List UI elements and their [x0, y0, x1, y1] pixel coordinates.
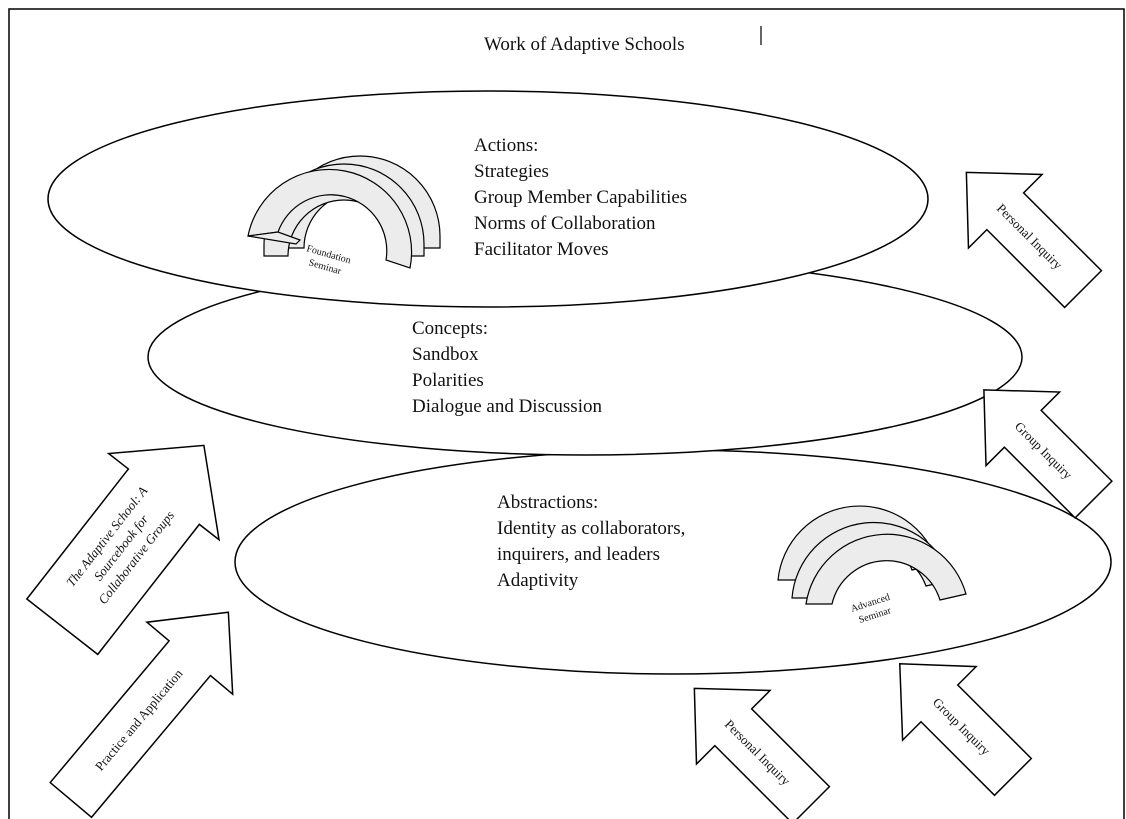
concepts-item: Polarities	[412, 370, 484, 391]
abstractions-item: inquirers, and leaders	[497, 544, 660, 565]
actions-item: Norms of Collaboration	[474, 213, 656, 234]
abstractions-item: Adaptivity	[497, 570, 579, 591]
arrow-shape	[693, 687, 831, 819]
arrow-shape	[49, 611, 234, 819]
personal-inquiry-arrow-bottom: Personal Inquiry	[693, 687, 831, 819]
advanced-seminar-arches	[777, 505, 967, 605]
diagram-title: Work of Adaptive Schools	[484, 34, 685, 55]
arrow-shape	[25, 444, 221, 656]
arch-front	[247, 168, 413, 269]
concepts-item: Dialogue and Discussion	[412, 396, 602, 417]
arrow-shape	[898, 662, 1033, 797]
arrow-shape	[983, 389, 1113, 519]
actions-item: Facilitator Moves	[474, 239, 609, 260]
concepts-item: Sandbox	[412, 344, 479, 365]
arch-front-base	[247, 231, 302, 245]
concepts-heading: Concepts:	[412, 318, 488, 339]
abstractions-item: Identity as collaborators,	[497, 518, 685, 539]
actions-item: Strategies	[474, 161, 549, 182]
actions-heading: Actions:	[474, 135, 538, 156]
actions-block: Actions: Strategies Group Member Capabil…	[474, 135, 687, 260]
actions-item: Group Member Capabilities	[474, 187, 687, 208]
foundation-seminar-arches	[247, 155, 441, 269]
abstractions-heading: Abstractions:	[497, 492, 598, 513]
arrow-shape	[965, 171, 1103, 309]
concepts-block: Concepts: Sandbox Polarities Dialogue an…	[412, 318, 602, 417]
abstractions-ellipse	[234, 449, 1112, 675]
abstractions-block: Abstractions: Identity as collaborators,…	[497, 492, 685, 591]
arch-front	[805, 533, 967, 605]
